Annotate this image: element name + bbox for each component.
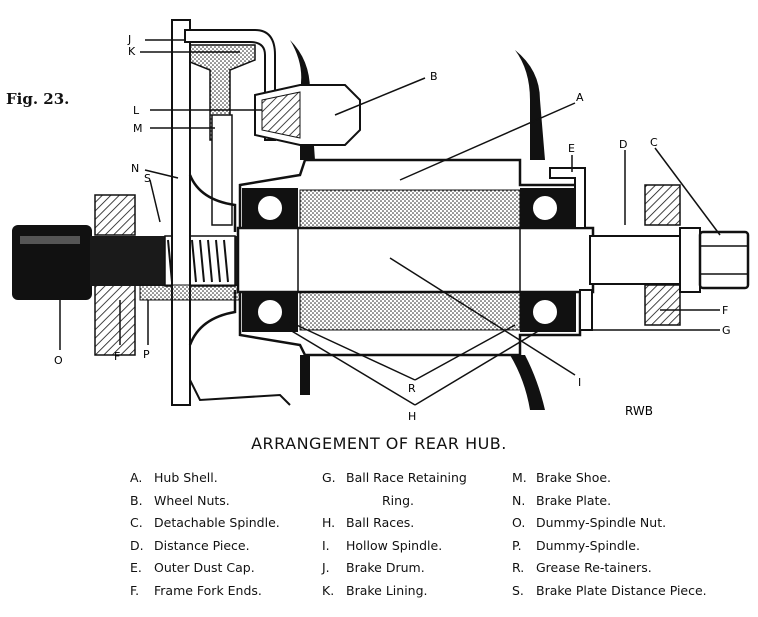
callout-letter: G — [722, 324, 731, 337]
callout-letters: J K L M N S A B C D E F G F O P R H I — [54, 33, 731, 423]
callout-letter: F — [114, 350, 120, 363]
dummy-spindle — [90, 235, 240, 287]
callout-letter: L — [133, 104, 140, 117]
callout-letter: A — [576, 91, 584, 104]
callout-letter: O — [54, 354, 63, 367]
outer-dust-cap — [549, 167, 593, 331]
callout-letter: E — [568, 142, 575, 155]
legend-item: H.Ball Races. — [322, 515, 415, 530]
legend-item: R.Grease Re-tainers. — [512, 560, 652, 575]
legend-item: I.Hollow Spindle. — [322, 537, 443, 553]
ball-races — [242, 188, 576, 332]
frame-fork-ends — [94, 184, 681, 356]
leader-lines — [59, 39, 721, 406]
legend-item: N.Brake Plate. — [512, 492, 612, 508]
legend-column-3: M.Brake Shoe. N.Brake Plate. O.Dummy-Spi… — [512, 470, 707, 605]
legend-item: J.Brake Drum. — [322, 560, 425, 575]
callout-letter: D — [619, 138, 627, 151]
legend-item: S.Brake Plate Distance Piece. — [512, 582, 707, 598]
callout-letter: R — [408, 382, 416, 395]
callout-letter: B — [430, 70, 438, 83]
legend-item: K.Brake Lining. — [322, 582, 428, 598]
callout-letter: K — [128, 45, 136, 58]
legend-item: G.Ball Race Retaining — [322, 470, 467, 485]
legend-column-1: A.Hub Shell. B.Wheel Nuts. C.Detachable … — [130, 470, 280, 605]
figure-label: Fig. 23. — [6, 90, 70, 108]
legend-item: M.Brake Shoe. — [512, 470, 611, 485]
callout-letter: P — [143, 348, 150, 361]
callout-letter: I — [578, 376, 581, 389]
callout-letter: S — [144, 172, 151, 185]
legend-item: D.Distance Piece. — [130, 537, 250, 553]
legend-item-continuation: Ring. — [382, 492, 414, 508]
legend-item: B.Wheel Nuts. — [130, 492, 230, 508]
callout-letter: H — [408, 410, 416, 423]
legend-item: F.Frame Fork Ends. — [130, 582, 262, 598]
hollow-spindle — [236, 226, 595, 294]
brake-plate — [139, 174, 241, 346]
legend-item: O.Dummy-Spindle Nut. — [512, 515, 667, 530]
dummy-spindle-nut — [12, 225, 92, 300]
callout-letter: M — [133, 122, 143, 135]
callout-letter: F — [722, 304, 728, 317]
diagram-title: ARRANGEMENT OF REAR HUB. — [251, 434, 507, 453]
legend-column-2: G.Ball Race Retaining Ring. H.Ball Races… — [322, 470, 467, 605]
callout-letter: J — [127, 33, 131, 46]
legend-item: P.Dummy-Spindle. — [512, 537, 640, 553]
detachable-spindle — [589, 227, 750, 293]
wheel-nut — [254, 84, 361, 146]
signature: RWB — [625, 404, 653, 418]
legend-item: A.Hub Shell. — [130, 470, 218, 485]
legend-item: E.Outer Dust Cap. — [130, 560, 255, 575]
callout-letter: N — [131, 162, 139, 175]
callout-letter: C — [650, 136, 658, 149]
brake-drum — [171, 19, 291, 406]
legend-item: C.Detachable Spindle. — [130, 515, 280, 530]
rear-hub-drawing: J K L M N S A B C D E F G F O P R H I RW… — [12, 19, 750, 423]
